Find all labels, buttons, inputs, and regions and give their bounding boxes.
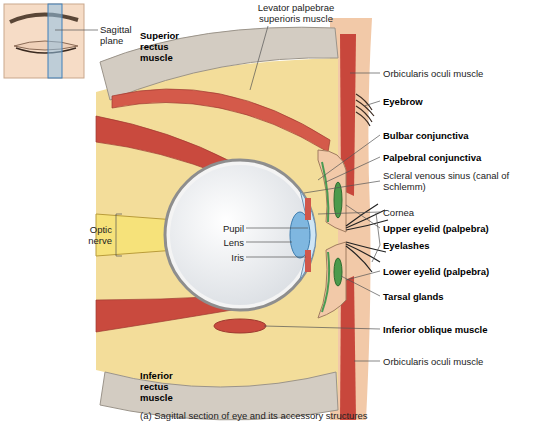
figure-caption: (a) Sagittal section of eye and its acce…	[140, 410, 368, 421]
part-label: Bulbar conjunctiva	[383, 130, 543, 141]
part-label: Inferior oblique muscle	[383, 324, 543, 335]
eyelashes	[346, 204, 388, 272]
part-label: Levator palpebrae superioris muscle	[236, 2, 356, 24]
part-label: Eyelashes	[383, 240, 543, 251]
orbital-bone	[100, 27, 338, 100]
eyebrow	[356, 94, 374, 126]
eyelid	[318, 242, 346, 318]
part-label: Upper eyelid (palpebra)	[383, 223, 543, 234]
part-label: Cornea	[383, 207, 543, 218]
leader-line	[55, 26, 380, 361]
part-label: Optic nerve	[70, 224, 112, 246]
muscle	[214, 319, 266, 333]
tarsal-gland	[334, 258, 342, 286]
part-label: Orbicularis oculi muscle	[383, 68, 543, 79]
part-label: Eyebrow	[383, 96, 543, 107]
part-label: Iris	[196, 252, 244, 263]
part-label: Sagittal plane	[100, 24, 145, 46]
iris	[305, 250, 311, 272]
part-label: Inferior rectus muscle	[140, 370, 202, 403]
part-label: Lens	[196, 237, 244, 248]
part-label: Superior rectus muscle	[140, 30, 202, 63]
part-label: Tarsal glands	[383, 291, 543, 302]
conjunctiva	[322, 162, 328, 222]
part-label: Scleral venous sinus (canal of Schlemm)	[383, 170, 533, 192]
part-label: Orbicularis oculi muscle	[383, 356, 543, 367]
orbital-fat	[96, 58, 338, 396]
part-label: Pupil	[196, 223, 244, 234]
part-label: Lower eyelid (palpebra)	[383, 266, 543, 277]
inset-face	[4, 4, 84, 78]
part-label: Palpebral conjunctiva	[383, 152, 543, 163]
eyeball	[165, 160, 315, 310]
vitreous	[170, 165, 310, 305]
conjunctiva	[322, 252, 329, 312]
iris	[305, 198, 311, 220]
